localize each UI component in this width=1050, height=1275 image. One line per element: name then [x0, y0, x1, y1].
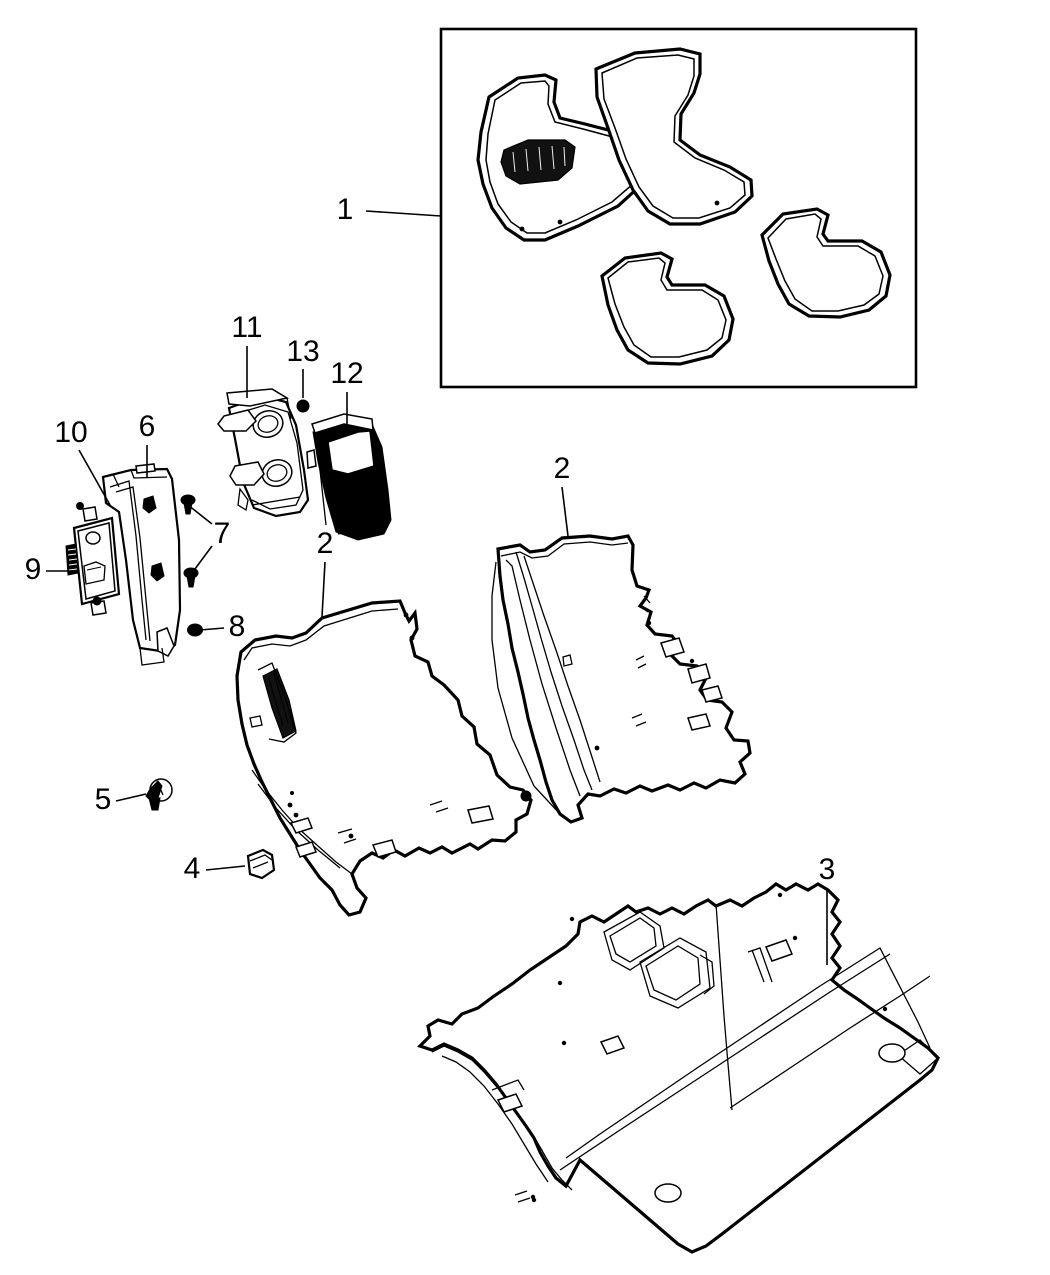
callout-number: 6	[139, 410, 156, 443]
bezel-retaining-screw	[296, 399, 310, 413]
callout-13: 13	[286, 335, 320, 398]
floor-mat-detail-box	[439, 27, 918, 389]
callout-leader-line	[199, 627, 225, 631]
callout-3: 3	[819, 853, 836, 965]
rear-left-mat	[600, 251, 735, 366]
console-cupholder-bracket	[217, 388, 310, 518]
callout-5: 5	[95, 783, 147, 816]
front-carpet-left	[235, 599, 533, 917]
callout-8: 8	[199, 610, 246, 643]
callout-9: 9	[25, 553, 79, 586]
push-pin-fastener-pair	[180, 494, 199, 588]
callout-number: 8	[229, 610, 246, 643]
callout-number: 11	[231, 311, 262, 344]
callout-leader-line	[205, 865, 246, 871]
rear-floor-carpet	[417, 882, 940, 1254]
callout-number: 2	[317, 527, 334, 560]
console-side-bezel	[306, 413, 392, 541]
push-pin-fastener-lower	[187, 623, 203, 637]
floor-mat-detail-box-group	[439, 27, 918, 389]
callout-number: 9	[25, 553, 42, 586]
electronic-control-module	[65, 506, 121, 616]
callout-number: 12	[330, 357, 363, 390]
driver-front-mat	[476, 73, 645, 242]
trim-panel-slot-lower	[150, 562, 165, 582]
callout-number: 13	[286, 335, 319, 368]
retainer-clip	[246, 848, 276, 880]
callout-leader-line	[321, 561, 326, 618]
front-carpet-right	[491, 534, 752, 824]
callout-number: 7	[214, 517, 231, 550]
trim-panel-slot-upper	[142, 495, 157, 514]
carpet-stud-screw	[145, 778, 173, 811]
callout-number: 5	[95, 783, 112, 816]
callout-number: 4	[184, 852, 201, 885]
callout-leader-line	[187, 504, 213, 574]
callout-12: 12	[330, 357, 364, 424]
cowl-side-trim-panel	[101, 463, 182, 666]
module-mounting-stud	[76, 502, 102, 606]
callout-11: 11	[231, 311, 263, 398]
callout-leader-line	[561, 486, 569, 537]
callout-7: 7	[187, 504, 231, 574]
callout-6: 6	[139, 410, 156, 478]
driver-mat-heel-pad	[500, 139, 576, 185]
callout-number: 1	[337, 193, 354, 226]
push-pin-upper	[180, 494, 196, 515]
callout-4: 4	[184, 852, 246, 885]
callout-leader-line	[78, 449, 111, 506]
rear-carpet-crossmember	[896, 1039, 939, 1075]
rear-right-mat	[760, 207, 892, 319]
callout-10: 10	[54, 416, 111, 506]
callout-number: 2	[554, 452, 571, 485]
callout-number: 3	[819, 853, 836, 886]
callout-leader-line	[115, 793, 147, 802]
push-pin-lower-of-pair	[183, 567, 199, 588]
callout-2: 2	[554, 452, 571, 537]
callout-2: 2	[317, 527, 334, 618]
callout-1: 1	[337, 193, 442, 226]
callout-number: 10	[54, 416, 87, 449]
callout-leader-line	[365, 210, 442, 217]
rear-carpet-tunnel-cutouts	[603, 911, 715, 1009]
passenger-front-mat	[594, 47, 754, 226]
rear-carpet-center-seam	[715, 903, 733, 1111]
